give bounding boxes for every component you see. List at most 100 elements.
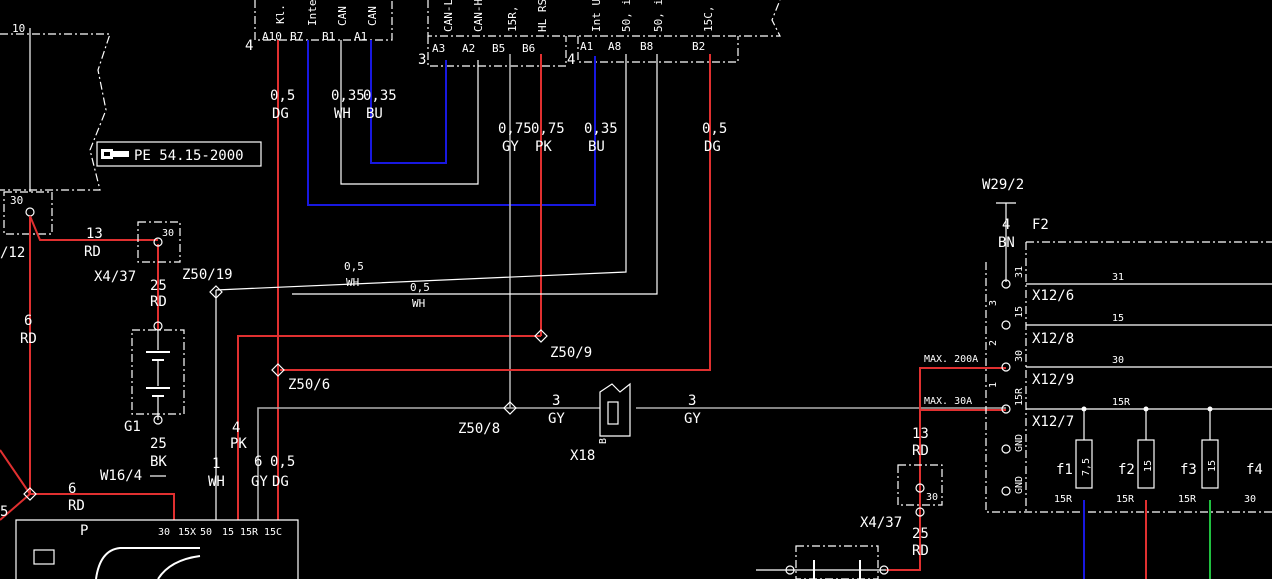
bottom-pin-50: 50 — [200, 527, 212, 538]
wire-b6-size: 0,75 — [531, 121, 565, 137]
module-b-number-right: 4 — [567, 52, 575, 68]
fuse-f1: 7,5 f1 15R — [1054, 409, 1093, 579]
connector-x4-37-bottom: X4/37 — [860, 515, 902, 531]
pin-b7: B7 — [290, 30, 303, 43]
wire-4bn-size: 4 — [1002, 217, 1010, 233]
pin-b2: B2 — [692, 40, 705, 53]
pin-a8: A8 — [608, 40, 621, 53]
connector-left-5: 5 — [0, 504, 8, 520]
terminal-15: 15 — [1014, 306, 1025, 318]
wire-a10-color: DG — [272, 106, 289, 122]
wire-1wh-color: WH — [208, 474, 225, 490]
wire-25r-color: RD — [912, 543, 929, 559]
fuse-f2-name: f2 — [1118, 462, 1135, 478]
connector-x18: X18 — [570, 448, 595, 464]
fuse-f3-terminal: 15R — [1178, 494, 1197, 505]
terminal-15r: 15R — [1014, 387, 1025, 406]
wire-25r-size: 25 — [912, 526, 929, 542]
wire-6b-size: 6 — [68, 481, 76, 497]
wire-b5-size: 0,75 — [498, 121, 532, 137]
wire-a1-color: BU — [366, 106, 383, 122]
wire-13r-color: RD — [912, 443, 929, 459]
bottom-pin-15x: 15X — [178, 527, 196, 538]
reference-text: PE 54.15-2000 — [134, 148, 244, 164]
splice-z50-8 — [503, 401, 517, 415]
bus-line-15: 15 — [1112, 313, 1124, 324]
bottom-pin-15c: 15C — [264, 527, 282, 538]
wire-6gy-size: 6 — [254, 454, 262, 470]
wire-a10-size: 0,5 — [270, 88, 295, 104]
top-module-a: 4 A10 B7 B1 A1 Kl. 1 Inter CAN CAN — [245, 0, 393, 54]
bus-x12-7: X12/7 — [1032, 414, 1074, 430]
wire-25bk-color: BK — [150, 454, 167, 470]
wire-05wh1-size: 0,5 — [344, 260, 364, 273]
wire-3gy1-color: GY — [548, 411, 565, 427]
splice-z50-19 — [209, 285, 223, 299]
module-a-number: 4 — [245, 38, 253, 54]
connector-z50-8: Z50/8 — [458, 421, 500, 437]
bus-x12-9: X12/9 — [1032, 372, 1074, 388]
wire-paths — [0, 40, 1016, 579]
terminal-gnd-1: GND — [1014, 434, 1025, 452]
wire-labels: 0,5 DG 0,35 WH 0,35 BU 0,75 GY 0,75 PK 0… — [20, 88, 1015, 559]
fuse-f4-terminal: 30 — [1244, 494, 1256, 505]
connector-z50-19: Z50/19 — [182, 267, 233, 283]
connector-x18-pin: B — [598, 438, 609, 444]
fuse-f2-terminal: 15R — [1116, 494, 1135, 505]
splice-points — [23, 237, 925, 575]
bus-line-15r: 15R — [1112, 397, 1131, 408]
wire-05dg-size: 0,5 — [270, 454, 295, 470]
wire-4pk-size: 4 — [232, 420, 240, 436]
pin-b5: B5 — [492, 42, 505, 55]
wire-b2-color: DG — [704, 139, 721, 155]
x4-37-bottom-pin: 30 — [926, 492, 938, 503]
fuse-f3: 15 f3 15R — [1178, 409, 1219, 579]
terminal-gnd-2: GND — [1014, 476, 1025, 494]
fuse-f1-rating: 7,5 — [1081, 458, 1092, 476]
pin-a1b: A1 — [580, 40, 593, 53]
pin-a1: A1 — [354, 30, 367, 43]
wire-25bk-size: 25 — [150, 436, 167, 452]
connector-w29-2: W29/2 — [982, 177, 1024, 193]
wire-b1-color: WH — [334, 106, 351, 122]
top-module-b: 3 4 A3 A2 B5 B6 A1 A8 B8 B2 CAN-L CAN-H … — [418, 0, 781, 68]
wire-05wh2-size: 0,5 — [410, 281, 430, 294]
wire-6gy-color: GY — [251, 474, 268, 490]
left-module-frame: 10 30 — [0, 22, 111, 235]
wire-4bn-color: BN — [998, 235, 1015, 251]
terminal-31: 31 — [1014, 266, 1025, 278]
pin-label-can-h: CAN-H — [472, 0, 485, 32]
fuse-f4: f4 30 — [1244, 462, 1263, 505]
wire-3gy2-color: GY — [684, 411, 701, 427]
pin-30-label: 30 — [10, 194, 23, 207]
connector-z50-9: Z50/9 — [550, 345, 592, 361]
bottom-module-label: P — [80, 523, 88, 539]
connector-w16-4: W16/4 — [100, 468, 142, 484]
connector-x4-37-top: X4/37 — [94, 269, 136, 285]
pin-a2: A2 — [462, 42, 475, 55]
wire-6b-color: RD — [68, 498, 85, 514]
pin-label-hl-rs: HL RS — [536, 0, 549, 32]
bus-x12-6: X12/6 — [1032, 288, 1074, 304]
wire-b1-size: 0,35 — [331, 88, 365, 104]
splice-z50-6 — [271, 363, 285, 377]
wire-4pk-color: PK — [230, 436, 247, 452]
fuse-f2-rating: 15 — [1143, 460, 1154, 472]
wire-13r-size: 13 — [912, 426, 929, 442]
wire-b2-size: 0,5 — [702, 121, 727, 137]
pin-10-label: 10 — [12, 22, 25, 35]
pin-b1: B1 — [322, 30, 335, 43]
terminal-num-1: 1 — [988, 382, 999, 388]
splice-left — [23, 487, 37, 501]
bottom-module-p: P 30 15X 50 15 15R 15C — [15, 519, 299, 579]
component-g1: G1 — [124, 419, 141, 435]
wire-05dg-color: DG — [272, 474, 289, 490]
max-30a-label: MAX. 30A — [924, 396, 972, 407]
fuse-f3-rating: 15 — [1207, 460, 1218, 472]
pin-label-can2: CAN — [366, 6, 379, 26]
bottom-pin-15: 15 — [222, 527, 234, 538]
wire-a1b-color: BU — [588, 139, 605, 155]
module-a-pin-labels: A10 B7 B1 A1 Kl. 1 Inter CAN CAN — [262, 0, 379, 43]
wire-3gy2-size: 3 — [688, 393, 696, 409]
